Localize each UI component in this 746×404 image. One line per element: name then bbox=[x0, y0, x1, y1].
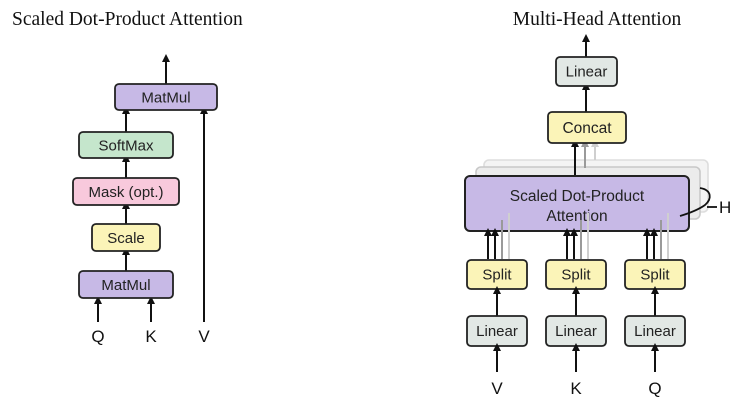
linear-label-v: Linear bbox=[476, 323, 518, 340]
right-diagram-title: Multi-Head Attention bbox=[513, 9, 682, 30]
multi-head-diagram: Multi-Head Attention Linear Concat Scale… bbox=[464, 9, 731, 398]
input-q-right: Q bbox=[648, 379, 661, 398]
scale-block: Scale bbox=[91, 223, 161, 252]
linear-label-k: Linear bbox=[555, 323, 597, 340]
concat-label: Concat bbox=[562, 120, 612, 137]
heads-label: H bbox=[719, 198, 731, 217]
split-to-attention-arrows bbox=[484, 213, 669, 259]
split-label-k: Split bbox=[561, 267, 591, 284]
split-label-q: Split bbox=[640, 267, 670, 284]
split-block-v: Split bbox=[466, 259, 528, 290]
mask-block: Mask (opt.) bbox=[72, 177, 180, 206]
scale-label: Scale bbox=[107, 230, 145, 247]
concat-block: Concat bbox=[547, 111, 627, 144]
mask-label: Mask (opt.) bbox=[88, 184, 163, 201]
split-label-v: Split bbox=[482, 267, 512, 284]
scaled-dot-product-diagram: Scaled Dot-Product Attention MatMul Soft… bbox=[12, 9, 243, 346]
linear-output-block: Linear bbox=[555, 56, 618, 87]
input-v-right: V bbox=[491, 379, 503, 398]
linear-block-q: Linear bbox=[624, 315, 686, 347]
heads-bracket bbox=[679, 187, 717, 217]
left-diagram-title: Scaled Dot-Product Attention bbox=[12, 9, 243, 30]
attention-label-line2: Attention bbox=[546, 208, 607, 225]
input-q-left: Q bbox=[91, 327, 104, 346]
linear-output-label: Linear bbox=[566, 64, 608, 81]
matmul-bottom-label: MatMul bbox=[101, 277, 150, 294]
linear-block-v: Linear bbox=[466, 315, 528, 347]
linear-label-q: Linear bbox=[634, 323, 676, 340]
attention-label-line1: Scaled Dot-Product bbox=[510, 188, 645, 205]
split-block-q: Split bbox=[624, 259, 686, 290]
matmul-bottom-block: MatMul bbox=[78, 270, 174, 299]
matmul-top-label: MatMul bbox=[141, 90, 190, 107]
input-k-left: K bbox=[145, 327, 157, 346]
softmax-block: SoftMax bbox=[78, 131, 174, 159]
input-k-right: K bbox=[570, 379, 582, 398]
softmax-label: SoftMax bbox=[98, 138, 154, 155]
input-v-left: V bbox=[198, 327, 210, 346]
matmul-top-block: MatMul bbox=[114, 83, 218, 111]
attention-block: Scaled Dot-Product Attention bbox=[464, 175, 690, 232]
split-block-k: Split bbox=[545, 259, 607, 290]
linear-block-k: Linear bbox=[545, 315, 607, 347]
